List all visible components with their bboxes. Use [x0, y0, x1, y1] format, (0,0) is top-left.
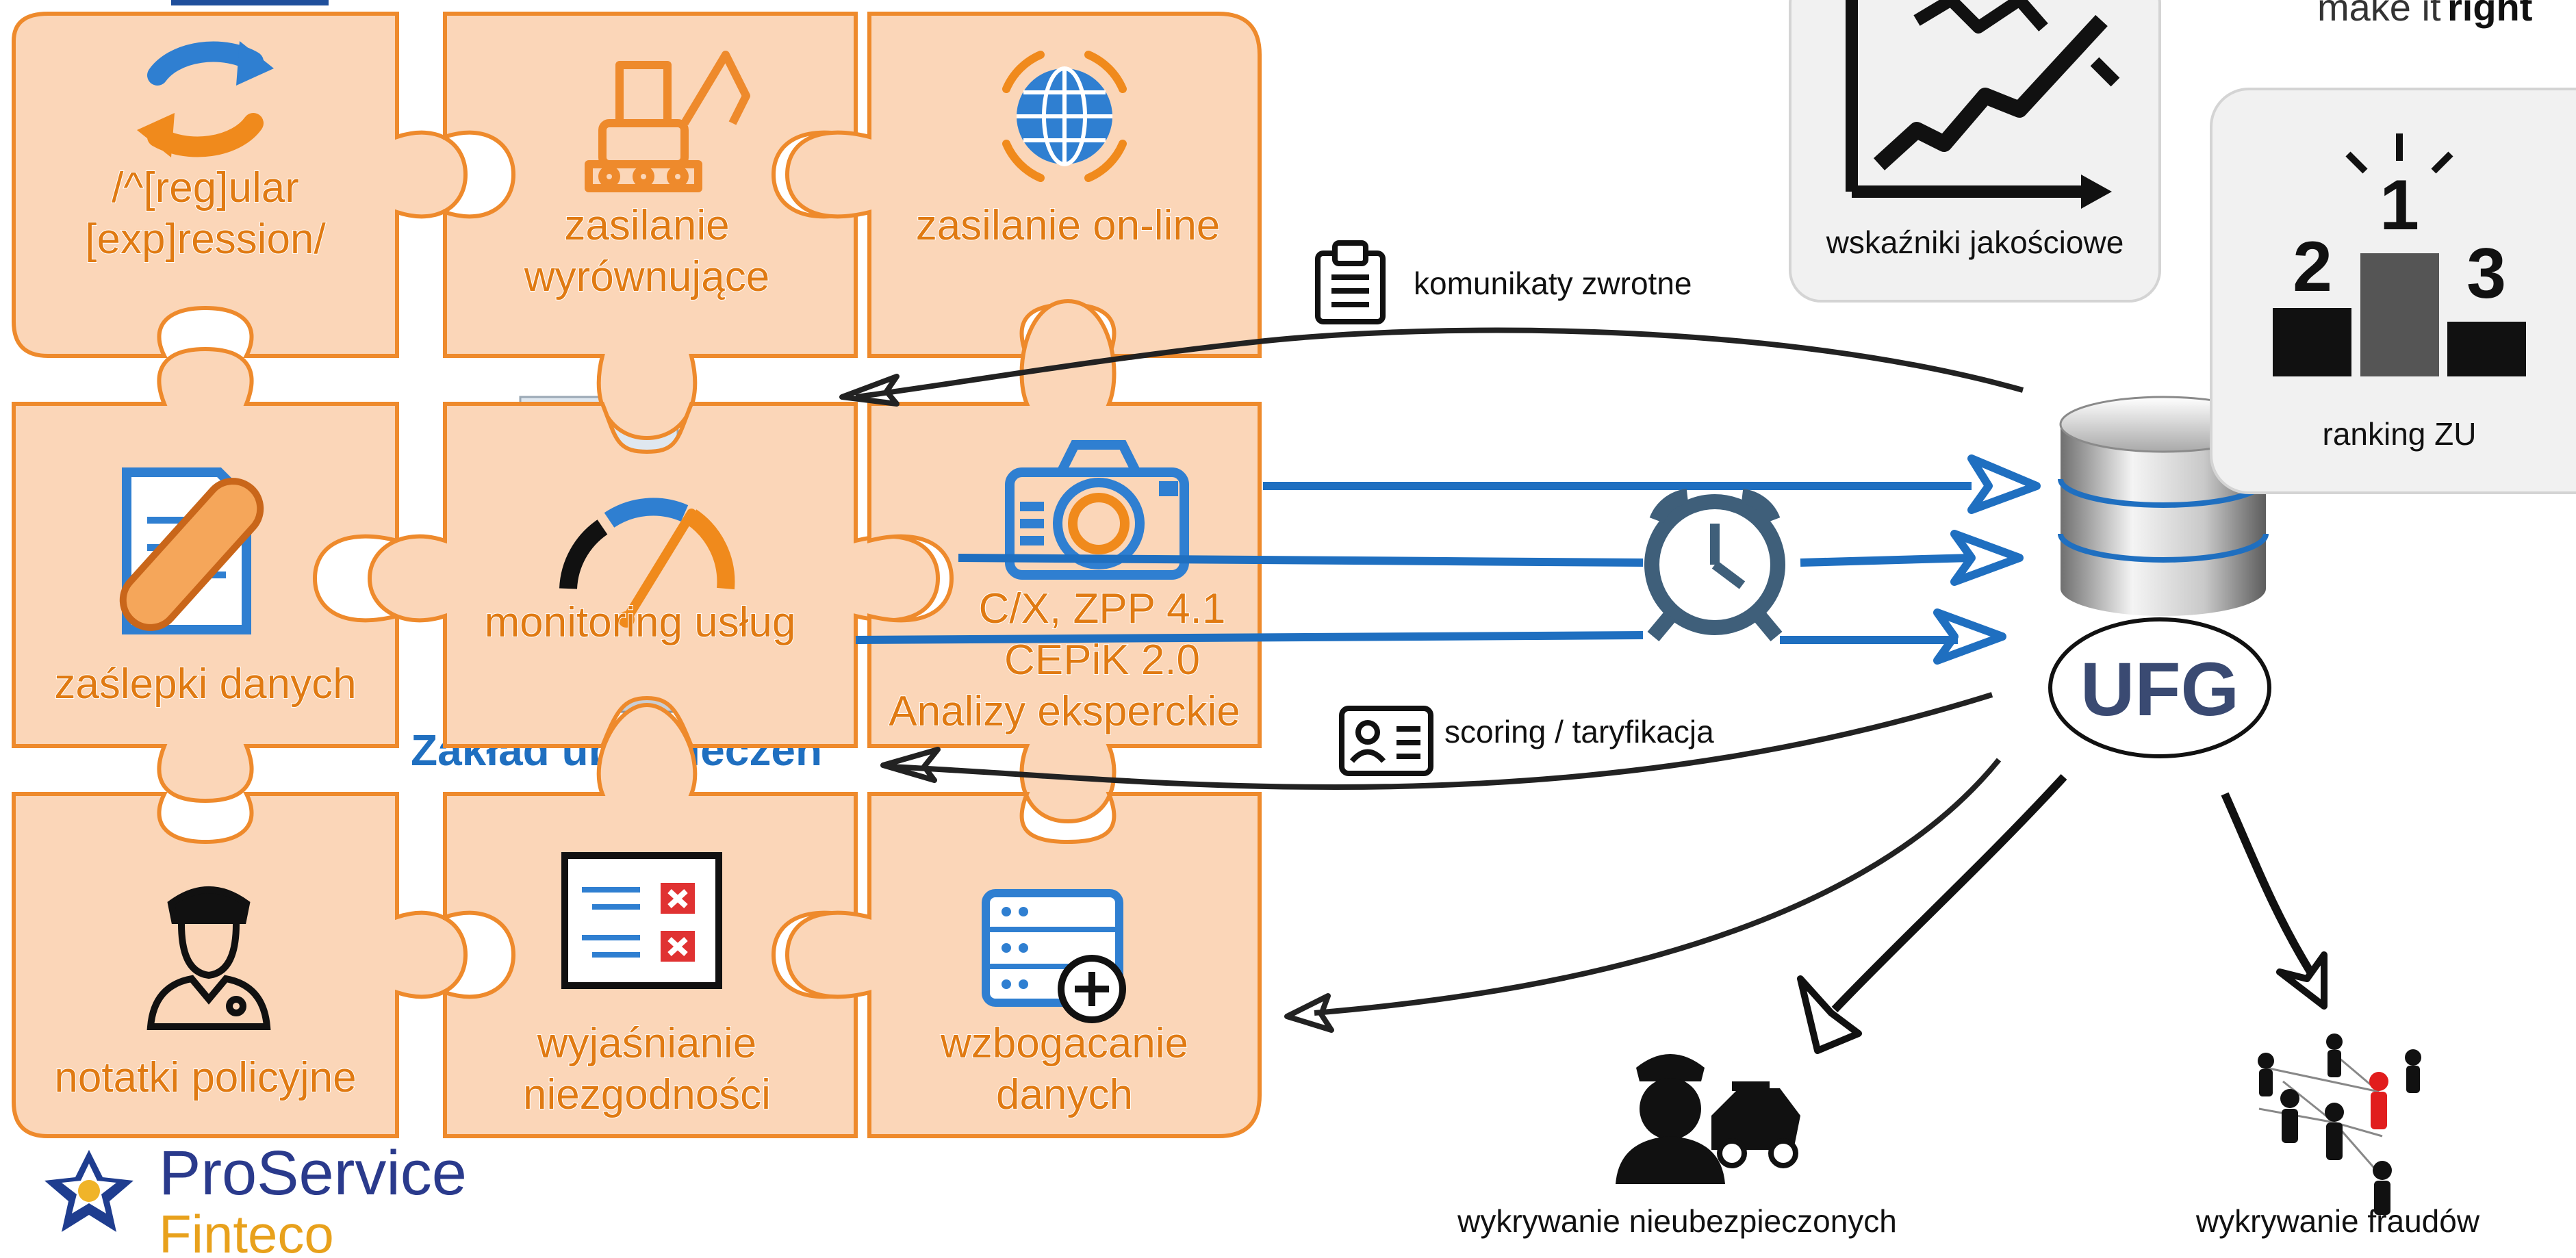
- ranking-card: 2 1 3 ranking ZU: [2210, 88, 2576, 494]
- id-card-icon: [1339, 706, 1433, 776]
- proservice-line2: Finteco: [159, 1204, 334, 1258]
- network-icon: [2258, 1034, 2421, 1215]
- makeitright-text-a: make it: [2317, 0, 2441, 29]
- label-sources-3: Analizy eksperckie: [889, 688, 1240, 735]
- ranking-place-2: 2: [2293, 227, 2332, 307]
- feedback-label: komunikaty zwrotne: [1414, 266, 1692, 301]
- uninsured-label: wykrywanie nieubezpieczonych: [1457, 1203, 1897, 1239]
- label-regex-2: [exp]ression/: [85, 216, 326, 263]
- fraud-arrow: [2221, 792, 2314, 975]
- quality-label: wskaźniki jakościowe: [1826, 224, 2124, 260]
- proservice-logo: ProService Finteco: [44, 1138, 467, 1258]
- label-sources-2: CEPiK 2.0: [1004, 637, 1200, 684]
- scoring-arrowhead: [880, 747, 941, 783]
- policeman-icon: [146, 886, 271, 1030]
- label-stubs: zaślepki danych: [54, 660, 356, 708]
- alarm-clock-icon: [1644, 489, 1785, 642]
- clipboard-icon: [1315, 240, 1386, 324]
- label-police-notes: notatki policyjne: [54, 1054, 356, 1101]
- ufg-logo: UFG: [2048, 617, 2271, 758]
- gauge-icon: [559, 498, 735, 628]
- puzzle-piece-online: [785, 12, 1262, 358]
- quality-card: wskaźniki jakościowe: [1789, 0, 2161, 303]
- checklist-icon: [561, 852, 722, 989]
- excavator-icon: [585, 51, 750, 192]
- uninsured-arrowhead: [1797, 975, 1862, 1054]
- label-monitoring: monitoring usług: [485, 599, 796, 646]
- ranking-place-3: 3: [2466, 234, 2506, 313]
- server-add-icon: [982, 889, 1126, 1023]
- enrichment-return-arrowhead: [1284, 993, 1334, 1033]
- sync-icon: [137, 41, 274, 157]
- ranking-label: ranking ZU: [2323, 416, 2477, 452]
- chart-icon: [1846, 0, 2120, 209]
- fraud-label: wykrywanie fraudów: [2195, 1203, 2480, 1239]
- ufg-logo-text: UFG: [2080, 647, 2239, 732]
- scoring-arrow: [889, 692, 1993, 791]
- label-equalizing-2: wyrównujące: [524, 253, 769, 300]
- fraud-arrowhead: [2276, 951, 2328, 1010]
- blue-arrowheads: [1933, 454, 2041, 665]
- label-enrichment-1: wzbogacanie: [940, 1020, 1188, 1067]
- puzzle-piece-equalizing: [443, 12, 858, 441]
- ranking-place-1: 1: [2380, 166, 2419, 245]
- proservice-star-icon: [44, 1150, 133, 1232]
- camera-icon: [1005, 440, 1189, 580]
- makeitright-text-b: right: [2447, 0, 2532, 29]
- uninsured-arrow: [1831, 773, 2067, 1013]
- label-equalizing-1: zasilanie: [564, 202, 729, 249]
- top-left-fragment: [171, 0, 329, 5]
- scoring-label: scoring / taryfikacja: [1444, 714, 1714, 749]
- label-discrepancies-1: wyjaśnianie: [537, 1020, 757, 1067]
- globe-icon: [1002, 51, 1127, 182]
- label-online: zasilanie on-line: [916, 202, 1221, 249]
- label-sources-1: C/X, ZPP 4.1: [979, 585, 1226, 632]
- document-patch-icon: [119, 467, 264, 634]
- puzzle-piece-regex: [12, 12, 468, 358]
- blue-data-streams: [855, 482, 1972, 644]
- feedback-arrow: [855, 327, 2024, 400]
- label-regex-1: /^[reg]ular: [112, 164, 299, 211]
- police-car-icon: [1616, 1054, 1800, 1184]
- label-enrichment-2: danych: [996, 1071, 1133, 1118]
- feedback-arrowhead: [839, 374, 900, 407]
- makeitright-logo: make it right: [2317, 0, 2532, 29]
- enrichment-return-arrow: [1314, 758, 2002, 1016]
- proservice-line1: ProService: [159, 1138, 467, 1208]
- podium-icon: [2273, 133, 2526, 376]
- label-discrepancies-2: niezgodności: [523, 1071, 771, 1118]
